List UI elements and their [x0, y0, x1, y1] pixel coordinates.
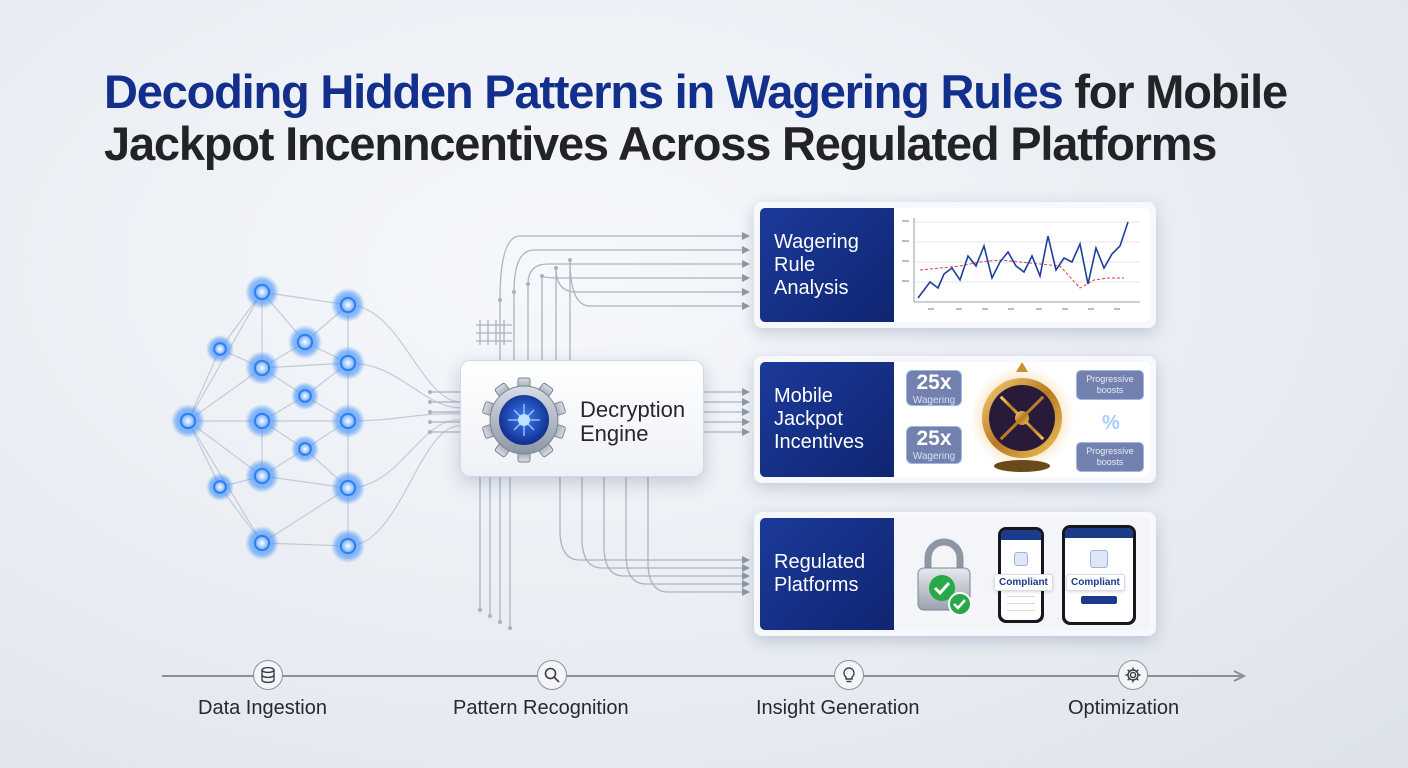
network-node [206, 473, 234, 501]
wagering-badge: 25x Wagering [906, 426, 962, 464]
compliant-label: Compliant [1066, 574, 1125, 591]
card-wagering-rule-analysis: Wagering Rule Analysis [754, 202, 1156, 328]
network-node [331, 404, 365, 438]
timeline-arrow-icon [1233, 670, 1246, 682]
network-node [331, 471, 365, 505]
compliant-label: Compliant [994, 574, 1053, 591]
padlock-check-icon [917, 538, 972, 616]
title-rest: for Mobile [1062, 65, 1288, 118]
network-node [245, 404, 279, 438]
page-title: Decoding Hidden Patterns in Wagering Rul… [104, 66, 1344, 170]
wagering-badge: 25x Wagering [906, 370, 962, 406]
lightbulb-icon [834, 660, 864, 690]
magnifier-icon [537, 660, 567, 690]
card-label: Regulated Platforms [760, 518, 894, 630]
network-node [331, 529, 365, 563]
engine-label: Decryption Engine [580, 397, 686, 446]
step-label-pattern-recognition: Pattern Recognition [453, 697, 629, 719]
percent-icon: % [1102, 412, 1120, 434]
network-node [206, 335, 234, 363]
progressive-boosts-badge: Progressive boosts [1076, 442, 1144, 472]
step-label-optimization: Optimization [1068, 697, 1180, 719]
card-label: Wagering Rule Analysis [760, 208, 894, 322]
line-chart [902, 218, 1140, 310]
decryption-engine-box: Decryption Engine [460, 360, 704, 477]
network-node [288, 325, 322, 359]
jackpot-wheel-icon [970, 362, 1074, 472]
network-node [291, 382, 319, 410]
network-node [245, 275, 279, 309]
card-label: Mobile Jackpot Incentives [760, 362, 894, 477]
gear-icon [1118, 660, 1148, 690]
network-node [291, 435, 319, 463]
step-label-data-ingestion: Data Ingestion [198, 697, 327, 719]
gear-chip-icon [482, 377, 566, 463]
network-node [245, 351, 279, 385]
network-node [331, 288, 365, 322]
card-mobile-jackpot-incentives: Mobile Jackpot Incentives 25x Wagering 2… [754, 356, 1156, 483]
network-node [245, 526, 279, 560]
progressive-boosts-badge: Progressive boosts [1076, 370, 1144, 400]
title-line2: Jackpot Incenncentives Across Regulated … [104, 117, 1217, 170]
network-node [171, 404, 205, 438]
network-node [331, 346, 365, 380]
card-regulated-platforms: Regulated Platforms [754, 512, 1156, 636]
database-icon [253, 660, 283, 690]
process-timeline [162, 675, 1244, 677]
step-label-insight-generation: Insight Generation [756, 697, 920, 719]
network-node [245, 459, 279, 493]
title-accent: Decoding Hidden Patterns in Wagering Rul… [104, 65, 1064, 118]
